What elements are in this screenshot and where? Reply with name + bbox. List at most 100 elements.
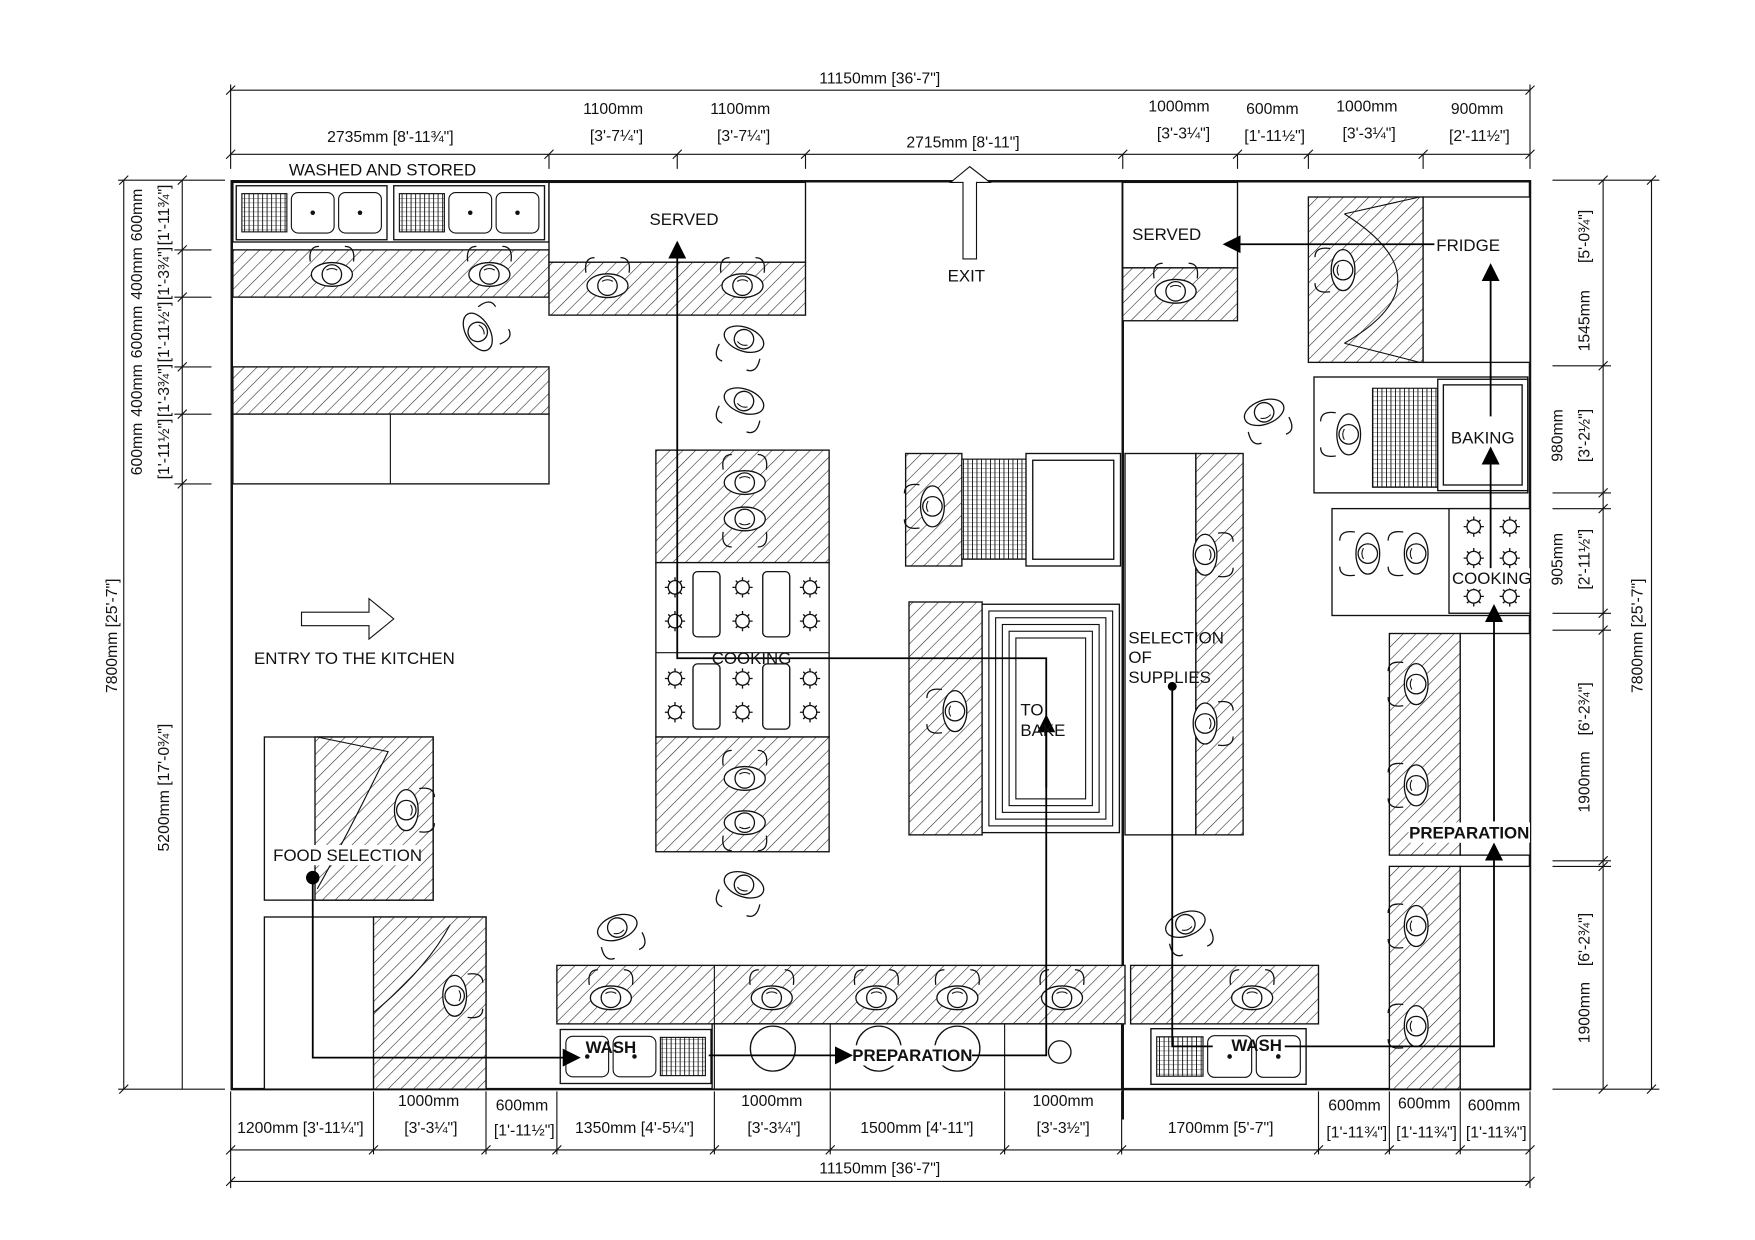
dim-overall-bottom: 11150mm [36'-7"]	[819, 1161, 940, 1178]
label-wash-left: WASH	[586, 1038, 637, 1057]
label-wash-right: WASH	[1231, 1036, 1282, 1055]
dim-bottom-1: 1200mm [3'-11¼"]	[237, 1120, 363, 1137]
bottom-dimensions: 1200mm [3'-11¼"] 1000mm [3'-3¼"] 600mm […	[237, 1093, 1527, 1178]
left-dimensions: 7800mm [25'-7"] 5200mm [17'-0¾"] 600mm […	[104, 185, 173, 852]
dim-bottom-7-mm: 1000mm	[1032, 1093, 1093, 1110]
dim-right-4-imp: [6'-2¾"]	[1577, 682, 1594, 735]
dim-bottom-9-mm: 600mm	[1328, 1098, 1381, 1115]
person-icon	[455, 298, 514, 358]
dim-bottom-4: 1350mm [4'-5¼"]	[575, 1120, 694, 1137]
top-dimensions: 11150mm [36'-7"] 2735mm [8'-11¾"] 1100mm…	[327, 70, 1510, 151]
dim-bottom-8: 1700mm [5'-7"]	[1168, 1120, 1274, 1137]
dim-top-1: 2735mm [8'-11¾"]	[327, 129, 454, 146]
label-to-bake-1: TO	[1020, 701, 1043, 720]
dim-bottom-5-imp: [3'-3¼"]	[747, 1120, 800, 1137]
dim-left-s4-imp: [1'-3¾"]	[156, 364, 173, 417]
person-icon	[591, 908, 649, 963]
dim-bottom-6: 1500mm [4'-11"]	[860, 1120, 973, 1137]
sink-icon	[235, 185, 388, 241]
dim-right-3-imp: [2'-11½"]	[1577, 529, 1594, 590]
dim-right-1-mm: 1545mm	[1577, 290, 1594, 351]
dim-top-5-mm: 1000mm	[1148, 99, 1209, 116]
dim-top-5-imp: [3'-3¼"]	[1157, 126, 1210, 143]
dim-top-8-mm: 900mm	[1451, 101, 1504, 118]
dim-bottom-7-imp: [3'-3½"]	[1037, 1120, 1090, 1137]
zone-labels: WASHED AND STORED SERVED EXIT SERVED FRI…	[254, 159, 1532, 1066]
dim-left-overall: 7800mm [25'-7"]	[104, 578, 121, 693]
dim-right-4-mm: 1900mm	[1577, 751, 1594, 812]
label-exit: EXIT	[948, 266, 985, 285]
dim-left-s1-mm: 600mm	[129, 189, 146, 242]
sink-icon	[393, 185, 546, 241]
label-supplies-2: OF	[1128, 648, 1151, 667]
person-icon	[713, 865, 770, 920]
supplies-shelf	[1124, 452, 1244, 836]
dim-right-1-imp: [5'-0¾"]	[1577, 210, 1594, 263]
dim-right-5-imp: [6'-2¾"]	[1577, 913, 1594, 966]
baking-station	[1313, 376, 1529, 494]
label-fridge: FRIDGE	[1436, 236, 1500, 255]
dim-right-5-mm: 1900mm	[1577, 982, 1594, 1043]
dim-right-2-imp: [3'-2½"]	[1577, 409, 1594, 462]
label-preparation-bottom: PREPARATION	[852, 1046, 972, 1065]
dim-left-lower: 5200mm [17'-0¾"]	[156, 724, 173, 852]
dim-bottom-5-mm: 1000mm	[741, 1093, 802, 1110]
food-selection-area	[263, 736, 487, 1090]
dim-top-3-mm: 1100mm	[710, 101, 770, 118]
dim-bottom-3-imp: [1'-11½"]	[494, 1122, 555, 1139]
bake-table	[908, 601, 1121, 836]
dim-left-s2-mm: 400mm	[129, 247, 146, 300]
label-cooking-right: COOKING	[1452, 569, 1532, 588]
dim-top-2-imp: [3'-7¼"]	[590, 128, 643, 145]
dim-top-2-mm: 1100mm	[583, 101, 643, 118]
exit-arrow-icon	[949, 165, 992, 260]
dim-overall-top: 11150mm [36'-7"]	[819, 70, 940, 87]
label-washed-stored: WASHED AND STORED	[289, 161, 476, 180]
dim-right-overall: 7800mm [25'-7"]	[1630, 578, 1647, 693]
dim-bottom-11-imp: [1'-11¾"]	[1466, 1125, 1527, 1142]
workflow-lines	[306, 235, 1503, 1067]
dim-bottom-10-mm: 600mm	[1398, 1095, 1451, 1112]
right-dimensions: 1545mm [5'-0¾"] 980mm [3'-2½"] 905mm [2'…	[1550, 210, 1647, 1044]
dim-left-s3-imp: [1'-11½"]	[156, 302, 173, 363]
preparation-station-right	[1388, 632, 1531, 1090]
dim-bottom-11-mm: 600mm	[1468, 1098, 1521, 1115]
person-icon	[1238, 392, 1296, 447]
label-served-right: SERVED	[1132, 225, 1201, 244]
sink-icon	[1150, 1027, 1307, 1086]
dim-bottom-2-mm: 1000mm	[398, 1093, 459, 1110]
dim-top-6-imp: [1'-11½"]	[1244, 128, 1305, 145]
washing-station	[232, 181, 550, 485]
dim-top-7-mm: 1000mm	[1336, 99, 1397, 116]
fridge-area	[1307, 196, 1531, 364]
dim-left-s3-mm: 600mm	[129, 306, 146, 359]
label-supplies-1: SELECTION	[1128, 629, 1224, 648]
bottom-counters	[556, 964, 1320, 1090]
entry-arrow-icon	[300, 597, 395, 641]
label-entry: ENTRY TO THE KITCHEN	[254, 649, 455, 668]
dim-bottom-9-imp: [1'-11¾"]	[1326, 1125, 1387, 1142]
dim-right-2-mm: 980mm	[1550, 409, 1567, 462]
person-icon	[713, 319, 770, 374]
dim-bottom-10-imp: [1'-11¾"]	[1396, 1125, 1457, 1142]
dim-top-3-imp: [3'-7¼"]	[717, 128, 770, 145]
dim-left-s5-mm: 600mm	[129, 423, 146, 476]
dim-top-8-imp: [2'-11½"]	[1449, 128, 1510, 145]
dim-left-s5-imp: [1'-11½"]	[156, 419, 173, 480]
label-baking: BAKING	[1451, 428, 1515, 447]
dim-left-s4-mm: 400mm	[129, 364, 146, 417]
dim-top-6-mm: 600mm	[1246, 101, 1299, 118]
label-preparation-right: PREPARATION	[1409, 823, 1529, 842]
grill-oven-station	[904, 452, 1122, 567]
label-served-left: SERVED	[649, 210, 718, 229]
dim-right-3-mm: 905mm	[1550, 533, 1567, 586]
dim-bottom-3-mm: 600mm	[496, 1098, 549, 1115]
label-cooking-center: COOKING	[712, 649, 792, 668]
person-icon	[713, 381, 770, 436]
dim-top-4: 2715mm [8'-11"]	[906, 135, 1019, 152]
dim-left-s2-imp: [1'-3¾"]	[156, 247, 173, 300]
person-icon	[1160, 904, 1217, 959]
label-food-selection: FOOD SELECTION	[273, 846, 422, 865]
